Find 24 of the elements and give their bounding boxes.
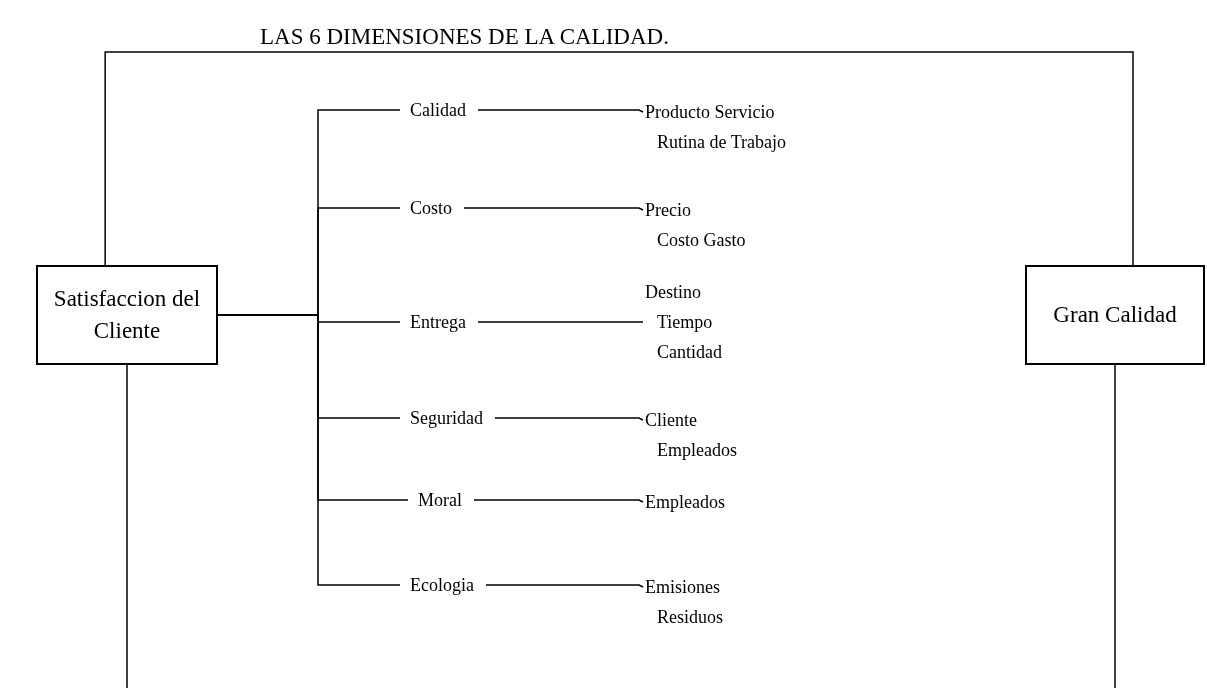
list-item: Empleados [645, 491, 725, 514]
list-item: Tiempo [657, 311, 713, 334]
label-box: Gran Calidad [1025, 265, 1205, 365]
list-item: Cliente [645, 409, 697, 432]
list-item: Precio [645, 199, 691, 222]
connector-line [485, 584, 644, 588]
list-item: Empleados [657, 439, 737, 462]
connector-line [473, 499, 644, 503]
list-item: Destino [645, 281, 701, 304]
connector-line [477, 321, 644, 323]
connector-line [104, 51, 1134, 266]
list-item: Rutina de Trabajo [657, 131, 786, 154]
list-item: Producto Servicio [645, 101, 775, 124]
label-box: Satisfaccion del Cliente [36, 265, 218, 365]
list-item: Cantidad [657, 341, 722, 364]
connector-line [126, 364, 128, 688]
list-item: Emisiones [645, 576, 720, 599]
list-item: Costo Gasto [657, 229, 746, 252]
connector-line [463, 207, 644, 211]
connector-line [494, 417, 644, 421]
diagram-title: LAS 6 DIMENSIONES DE LA CALIDAD. [260, 23, 669, 51]
connector-line [1114, 364, 1116, 688]
list-item: Residuos [657, 606, 723, 629]
connector-line [477, 109, 644, 113]
